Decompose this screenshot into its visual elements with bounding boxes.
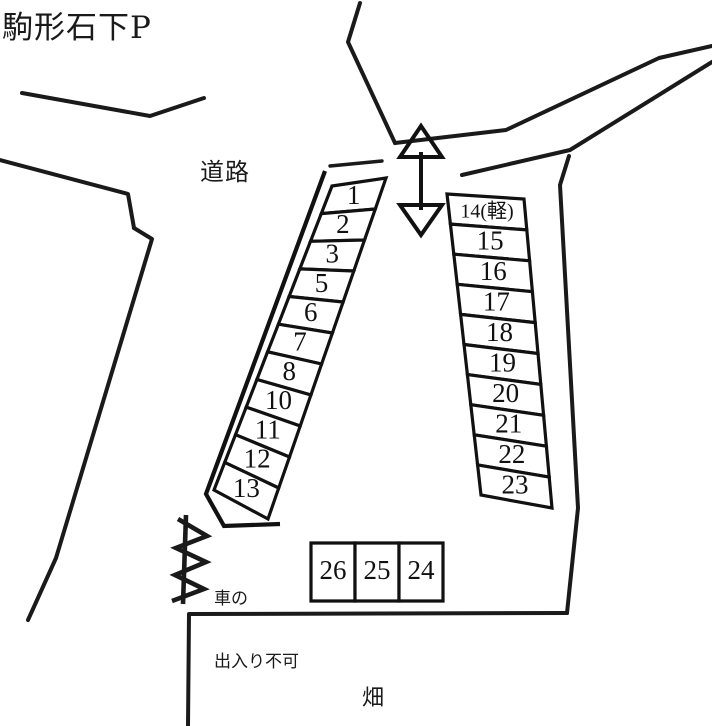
field-label: 畑 xyxy=(362,686,385,711)
stall-label-19: 19 xyxy=(489,348,516,378)
double-arrow-vertical-icon xyxy=(396,122,446,239)
boundary-left-upper xyxy=(0,158,136,230)
stall-label-8: 8 xyxy=(283,356,297,386)
south-stall-group: 26 25 24 xyxy=(309,541,445,603)
stall-label-14軽: 14(軽) xyxy=(460,199,513,222)
stall-label-16: 16 xyxy=(480,256,507,286)
stall-label-20: 20 xyxy=(492,378,519,408)
stall-label-5: 5 xyxy=(315,268,329,298)
stall-label-23: 23 xyxy=(502,470,529,500)
boundary-right-road xyxy=(460,60,712,177)
road-label: 道路 xyxy=(200,158,250,186)
stall-label-21: 21 xyxy=(495,409,522,439)
boundary-lot-right xyxy=(558,154,580,615)
parking-stall-13[interactable] xyxy=(211,460,281,522)
no-vehicle-access-line1: 車の xyxy=(214,589,248,609)
page-title: 駒形石下P xyxy=(2,10,152,46)
stall-label-1: 1 xyxy=(347,180,361,210)
stall-label-2: 2 xyxy=(336,209,350,239)
boundary-upper-middle xyxy=(346,1,397,145)
stall-label-10: 10 xyxy=(265,385,292,415)
stall-label-3: 3 xyxy=(325,239,339,269)
stall-block-outline xyxy=(203,170,327,529)
stall-label-18: 18 xyxy=(486,317,513,347)
boundary-top-cap xyxy=(328,159,384,168)
stall-label-7: 7 xyxy=(293,327,307,357)
no-vehicle-access-line2: 出入り不可 xyxy=(214,652,299,672)
boundary-bottom xyxy=(186,611,569,726)
boundary-left-lower xyxy=(26,226,154,622)
stall-label-6: 6 xyxy=(304,297,318,327)
stall-label-26: 26 xyxy=(320,555,347,585)
stall-label-15: 15 xyxy=(477,226,504,256)
stall-label-17: 17 xyxy=(483,287,510,317)
stall-label-25: 25 xyxy=(364,555,391,585)
parking-stall-24[interactable] xyxy=(397,541,445,603)
boundary-upper-left xyxy=(20,91,206,118)
parking-stall-23[interactable] xyxy=(475,462,554,510)
stall-label-11: 11 xyxy=(255,414,281,444)
boundary-upper-right xyxy=(393,44,712,145)
stall-label-24: 24 xyxy=(408,555,436,585)
stall-label-13: 13 xyxy=(233,473,260,503)
zigzag-barrier-icon xyxy=(169,514,213,605)
stall-label-12: 12 xyxy=(244,444,271,474)
stall-label-22: 22 xyxy=(498,439,525,469)
no-vehicle-access-note: 車の 出入り不可 xyxy=(214,547,299,715)
